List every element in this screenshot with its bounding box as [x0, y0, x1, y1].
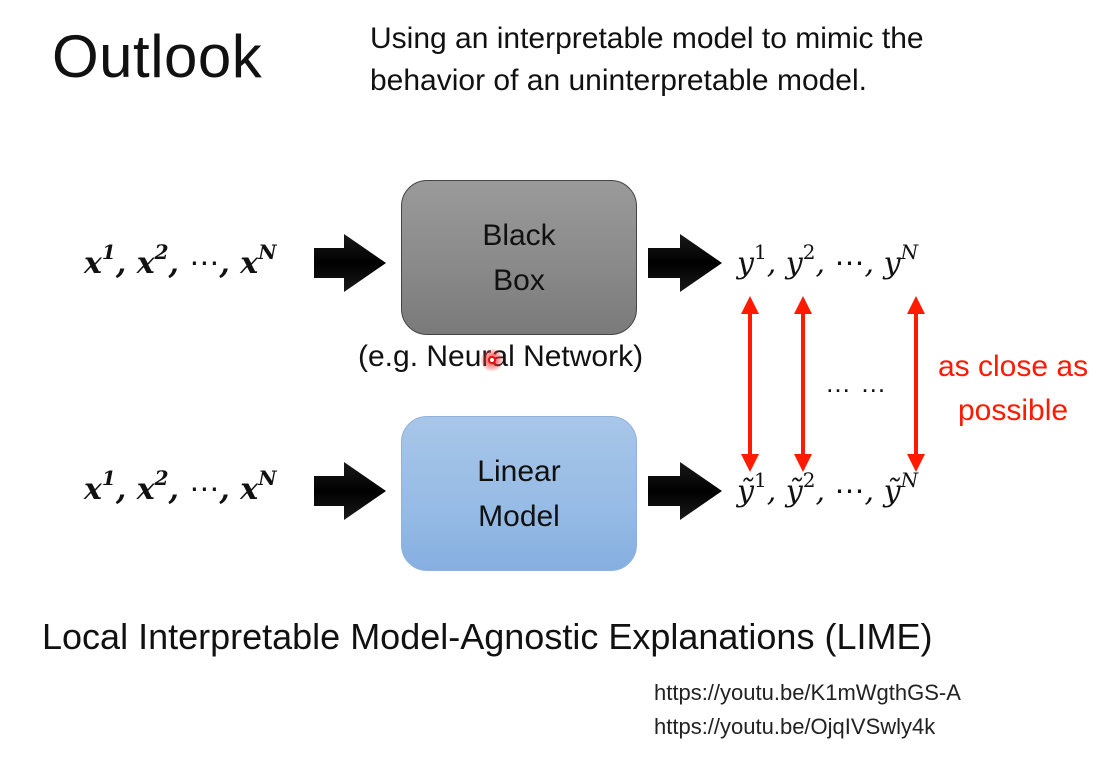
- output-sup-2: 2: [802, 240, 816, 264]
- comparison-label-line-1: as close as: [938, 350, 1089, 383]
- linear-model-output-sequence: ỹ1, ỹ2, ⋯, ỹN: [737, 468, 918, 509]
- ellipsis: ⋯: [189, 246, 220, 281]
- output-ytilde1: ỹ: [737, 474, 754, 509]
- output-y1: y: [737, 246, 754, 281]
- top-input-arrow-icon: [314, 234, 386, 292]
- top-input-sup-N: N: [258, 240, 277, 264]
- bottom-input-x2: x: [136, 472, 155, 507]
- separator: ,: [219, 246, 241, 281]
- laser-pointer-icon: [481, 349, 503, 371]
- separator: ,: [766, 474, 786, 509]
- linear-model-label-line-2: Model: [478, 499, 560, 533]
- separator: ,: [864, 246, 884, 281]
- comparison-label-line-2: possible: [958, 394, 1069, 427]
- link-video-2[interactable]: https://youtu.be/OjqIVSwly4k: [654, 714, 936, 739]
- black-box-model: Black Box: [401, 180, 637, 335]
- top-input-sup-2: 2: [154, 240, 169, 264]
- output-sup-N: N: [900, 240, 919, 264]
- top-input-sequence: x1, x2, ⋯, xN: [84, 240, 276, 281]
- output-ytildeN: ỹ: [883, 474, 901, 509]
- output-y2: y: [785, 246, 803, 281]
- top-input-xN: x: [240, 246, 259, 281]
- comparison-label: as close as possible: [938, 345, 1088, 433]
- output-ytilde2: ỹ: [785, 474, 803, 509]
- separator: ,: [815, 474, 835, 509]
- top-input-sup-1: 1: [101, 240, 116, 264]
- middle-ellipsis: … …: [825, 368, 888, 398]
- comparison-arrow-1-icon: [741, 296, 759, 472]
- black-box-label-line-2: Box: [493, 263, 545, 297]
- output-yN: y: [883, 246, 901, 281]
- subtitle-line-2: behavior of an uninterpretable model.: [370, 64, 867, 97]
- slide-subtitle: Using an interpretable model to mimic th…: [370, 18, 924, 102]
- bottom-input-sup-2: 2: [154, 466, 169, 490]
- separator: ,: [815, 246, 835, 281]
- top-input-x2: x: [136, 246, 155, 281]
- separator: ,: [864, 474, 884, 509]
- bottom-input-sup-N: N: [258, 466, 277, 490]
- subtitle-line-1: Using an interpretable model to mimic th…: [370, 22, 924, 55]
- top-output-arrow-icon: [648, 234, 722, 292]
- linear-model-label-line-1: Linear: [477, 454, 561, 488]
- separator: ,: [115, 246, 137, 281]
- bottom-input-sup-1: 1: [101, 466, 116, 490]
- bottom-input-sequence: x1, x2, ⋯, xN: [84, 466, 276, 507]
- bottom-input-arrow-icon: [314, 462, 386, 520]
- separator: ,: [766, 246, 786, 281]
- separator: ,: [168, 472, 190, 507]
- link-video-1[interactable]: https://youtu.be/K1mWgthGS-A: [654, 680, 961, 705]
- top-input-x1: x: [84, 246, 102, 281]
- separator: ,: [219, 472, 241, 507]
- slide-title: Outlook: [52, 23, 263, 90]
- ellipsis: ⋯: [834, 474, 865, 509]
- method-name: Local Interpretable Model-Agnostic Expla…: [42, 616, 933, 657]
- ellipsis: ⋯: [189, 472, 220, 507]
- comparison-arrow-2-icon: [794, 296, 812, 472]
- bottom-input-x1: x: [84, 472, 102, 507]
- separator: ,: [115, 472, 137, 507]
- comparison-arrow-N-icon: [907, 296, 925, 472]
- linear-model-box: Linear Model: [401, 416, 637, 571]
- output-sup-1: 1: [753, 240, 767, 264]
- output-tilde-sup-N: N: [900, 468, 919, 492]
- separator: ,: [168, 246, 190, 281]
- bottom-output-arrow-icon: [648, 462, 722, 520]
- bottom-input-xN: x: [240, 472, 259, 507]
- output-tilde-sup-1: 1: [753, 468, 767, 492]
- output-tilde-sup-2: 2: [802, 468, 816, 492]
- black-box-label-line-1: Black: [482, 218, 556, 252]
- black-box-output-sequence: y1, y2, ⋯, yN: [737, 240, 918, 281]
- ellipsis: ⋯: [834, 246, 865, 281]
